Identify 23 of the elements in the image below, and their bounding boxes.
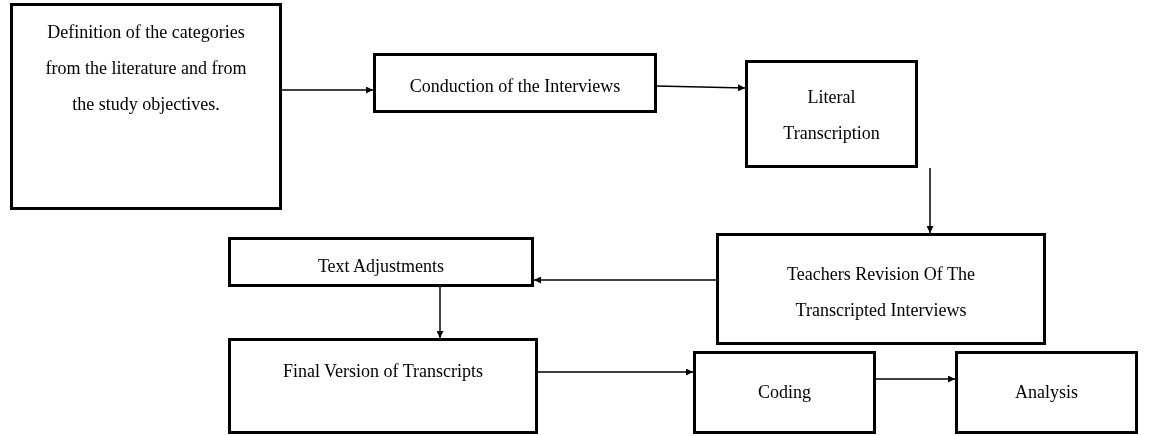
box-label: Literal Transcription [782, 86, 881, 145]
arrow [875, 375, 956, 383]
box-label: Teachers Revision Of The Transcripted Interviews [786, 263, 976, 322]
arrow [537, 368, 694, 376]
box-label: Definition of the categories from the literature and from the study objectives. [45, 21, 247, 116]
process-box [228, 237, 534, 287]
process-box [716, 233, 1046, 345]
process-box [10, 3, 282, 210]
box-label: Final Version of Transcripts [282, 360, 484, 383]
box-label: Conduction of the Interviews [409, 75, 621, 98]
arrow [281, 86, 374, 94]
box-label: Text Adjustments [317, 255, 445, 278]
box-label: Coding [758, 381, 811, 404]
arrow [926, 167, 934, 234]
arrow [533, 276, 717, 284]
process-box [228, 338, 538, 434]
process-box [955, 351, 1138, 434]
arrow [436, 286, 444, 339]
process-box [745, 60, 918, 168]
arrow [656, 84, 746, 92]
process-box [693, 351, 876, 434]
box-label: Analysis [1015, 381, 1078, 404]
process-box [373, 53, 657, 113]
